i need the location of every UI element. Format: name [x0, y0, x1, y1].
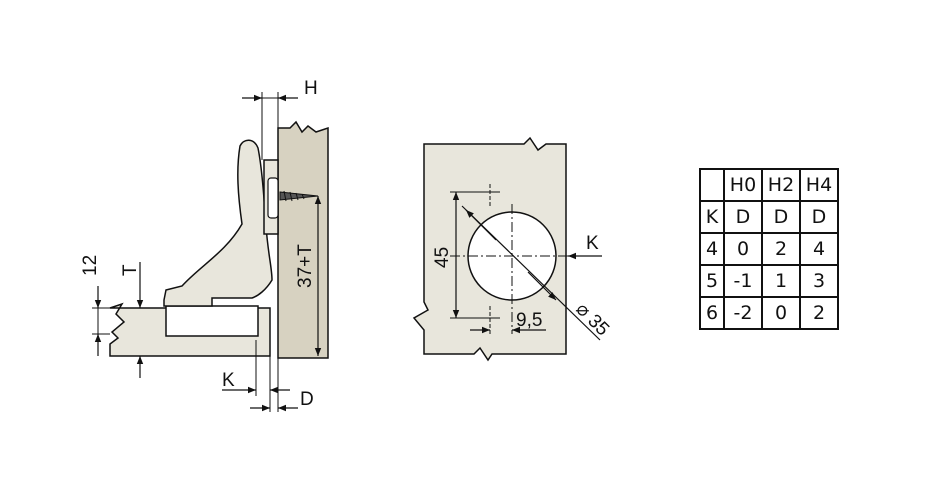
adjustment-table: H0 H2 H4 K D D D 4 0 2 4 5 -1 1 3 6 -2 0… — [699, 168, 839, 330]
label-h: H — [304, 78, 318, 99]
label-k-side: K — [222, 370, 235, 391]
table-cell: 2 — [799, 296, 839, 330]
table-cell: D — [799, 200, 839, 234]
table-header-row: H0 H2 H4 — [699, 168, 839, 202]
label-37-plus-t: 37+T — [295, 244, 316, 288]
table-cell: H2 — [761, 168, 801, 202]
table-cell: 0 — [723, 232, 763, 266]
table-cell: H0 — [723, 168, 763, 202]
table-cell: 4 — [699, 232, 725, 266]
side-view: H 37+T 12 T K D — [80, 78, 329, 412]
table-cell: H4 — [799, 168, 839, 202]
label-t: T — [120, 264, 141, 276]
table-cell: K — [699, 200, 725, 234]
label-diameter-35: ⌀ 35 — [571, 299, 613, 341]
hinge-arm — [163, 139, 273, 307]
label-9-5: 9,5 — [516, 310, 542, 331]
table-row: 6 -2 0 2 — [699, 296, 839, 330]
table-cell: 5 — [699, 264, 725, 298]
label-45: 45 — [432, 247, 453, 268]
table-cell: -1 — [723, 264, 763, 298]
mounting-slot — [267, 177, 279, 219]
table-cell: D — [761, 200, 801, 234]
table-cell: -2 — [723, 296, 763, 330]
label-k-front: K — [586, 233, 599, 254]
label-12: 12 — [80, 255, 101, 276]
hinge-cup — [165, 305, 259, 337]
table-cell: 0 — [761, 296, 801, 330]
table-cell: 2 — [761, 232, 801, 266]
table-cell: D — [723, 200, 763, 234]
front-view: 45 9,5 K ⌀ 35 — [412, 136, 613, 362]
table-row: 5 -1 1 3 — [699, 264, 839, 298]
table-cell: 1 — [761, 264, 801, 298]
table-cell: 6 — [699, 296, 725, 330]
table-cell — [699, 168, 725, 202]
table-row: K D D D — [699, 200, 839, 234]
cabinet-side-wall — [277, 120, 329, 359]
screw — [279, 190, 319, 202]
table-cell: 3 — [799, 264, 839, 298]
table-row: 4 0 2 4 — [699, 232, 839, 266]
table-cell: 4 — [799, 232, 839, 266]
label-d-side: D — [300, 389, 314, 410]
